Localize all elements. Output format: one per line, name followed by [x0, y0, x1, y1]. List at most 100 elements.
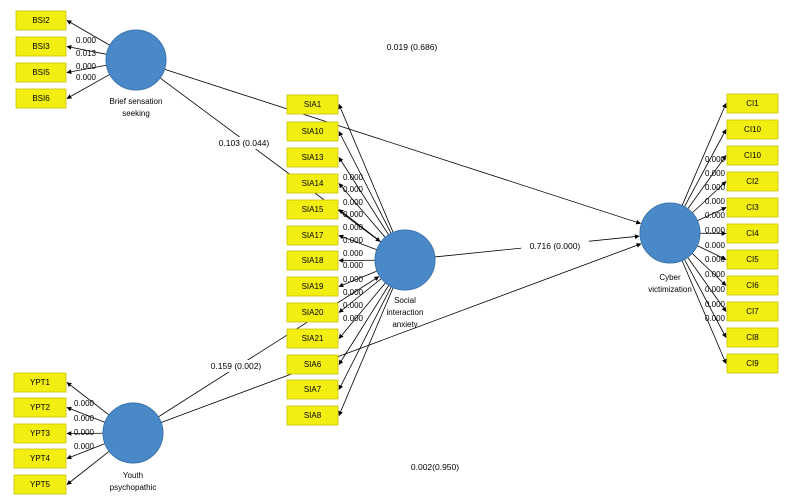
indicator-box: [286, 302, 339, 323]
loading-label: 0.000: [76, 36, 97, 45]
indicator-sia-1: SIA10: [286, 121, 339, 142]
loading-arrow: [66, 64, 107, 75]
indicator-box: [15, 10, 67, 31]
indicator-label: YPT3: [30, 429, 51, 438]
path-coefficient-label: 0.159 (0.002): [211, 361, 262, 371]
path-bss-sia: [159, 77, 381, 242]
loading-label: 0.000: [76, 62, 97, 71]
latent-label: seeking: [122, 109, 150, 118]
path-coefficient-label: 0.716 (0.000): [530, 241, 581, 251]
indicator-label: CI10: [744, 151, 761, 160]
loading-arrow: [338, 104, 394, 233]
indicator-label: SIA7: [304, 385, 322, 394]
loading-label: 0.000: [705, 226, 726, 235]
latent-label: psychopathic: [110, 483, 157, 492]
indicator-label: SIA17: [302, 231, 324, 240]
loading-label: 0.000: [343, 288, 364, 297]
loading-arrow: [338, 286, 392, 390]
indicator-bss-3: BSI6: [15, 88, 67, 109]
latent-label: Cyber: [659, 273, 681, 282]
indicator-cv-2: CI10: [726, 145, 779, 166]
path-bss-cv: [164, 68, 641, 225]
indicator-cv-8: CI7: [726, 301, 779, 322]
path-coefficient-label: 0.002(0.950): [411, 462, 459, 472]
indicator-label: YPT1: [30, 378, 51, 387]
indicator-label: YPT2: [30, 403, 51, 412]
indicator-label: CI3: [746, 203, 759, 212]
loading-label: 0.000: [705, 255, 726, 264]
loading-label: 0.000: [705, 300, 726, 309]
indicator-box: [726, 353, 779, 374]
loading-label: 0.000: [343, 198, 364, 207]
indicator-box: [726, 197, 779, 218]
indicator-bss-1: BSI3: [15, 36, 67, 57]
loading-arrow: [66, 20, 111, 46]
loading-arrow: [684, 259, 727, 338]
latent-label: Brief sensation: [110, 97, 163, 106]
loading-arrow: [691, 181, 727, 214]
loading-label: 0.000: [705, 183, 726, 192]
indicator-label: SIA6: [304, 360, 322, 369]
indicator-box: [13, 397, 67, 418]
loading-label: 0.000: [705, 285, 726, 294]
indicator-box: [15, 36, 67, 57]
loading-label: 0.000: [343, 261, 364, 270]
loading-label: 0.000: [343, 314, 364, 323]
loading-label: 0.000: [343, 236, 364, 245]
loading-arrow: [691, 253, 727, 286]
indicator-bss-2: BSI5: [15, 62, 67, 83]
indicator-cv-1: CI10: [726, 119, 779, 140]
indicator-label: BSI5: [32, 68, 50, 77]
indicator-box: [726, 301, 779, 322]
path-label-bg: [378, 41, 446, 53]
loading-label: 0.000: [343, 223, 364, 232]
indicator-label: YPT4: [30, 454, 51, 463]
loading-arrow: [687, 257, 727, 312]
indicator-label: SIA10: [302, 127, 324, 136]
indicator-label: SIA19: [302, 282, 324, 291]
indicator-box: [286, 354, 339, 375]
indicator-label: SIA14: [302, 179, 324, 188]
indicator-label: CI5: [746, 255, 759, 264]
indicator-label: BSI2: [32, 16, 50, 25]
indicator-box: [286, 405, 339, 426]
indicator-label: SIA1: [304, 100, 322, 109]
indicator-box: [286, 147, 339, 168]
indicator-sia-0: SIA1: [286, 94, 339, 115]
indicator-label: SIA21: [302, 334, 324, 343]
indicator-box: [13, 372, 67, 393]
path-label-bg: [521, 240, 589, 252]
indicator-label: CI2: [746, 177, 759, 186]
loading-arrow: [66, 44, 107, 55]
indicator-sia-7: SIA19: [286, 276, 339, 297]
indicator-label: CI6: [746, 281, 759, 290]
indicator-label: SIA13: [302, 153, 324, 162]
indicator-label: CI1: [746, 99, 759, 108]
indicator-box: [286, 328, 339, 349]
loading-arrow: [338, 131, 392, 234]
indicator-cv-5: CI4: [726, 223, 779, 244]
indicator-sia-11: SIA7: [286, 379, 339, 400]
indicator-label: CI10: [744, 125, 761, 134]
loading-label: 0.000: [343, 249, 364, 258]
loading-label: 0.000: [705, 155, 726, 164]
loading-arrow: [66, 74, 110, 99]
indicator-box: [726, 145, 779, 166]
indicator-label: CI8: [746, 333, 759, 342]
loading-arrow: [338, 287, 394, 416]
path-label-bg: [202, 360, 270, 372]
indicator-label: SIA18: [302, 256, 324, 265]
indicator-yp-3: YPT4: [13, 448, 67, 469]
indicator-yp-1: YPT2: [13, 397, 67, 418]
indicator-sia-4: SIA15: [286, 199, 339, 220]
loading-label: 0.000: [74, 428, 95, 437]
loading-arrow: [687, 155, 727, 210]
loading-arrow: [697, 245, 727, 260]
indicator-box: [13, 474, 67, 495]
latent-label: interaction: [387, 308, 424, 317]
indicator-sia-6: SIA18: [286, 250, 339, 271]
indicator-box: [726, 275, 779, 296]
loading-arrow: [338, 183, 386, 238]
